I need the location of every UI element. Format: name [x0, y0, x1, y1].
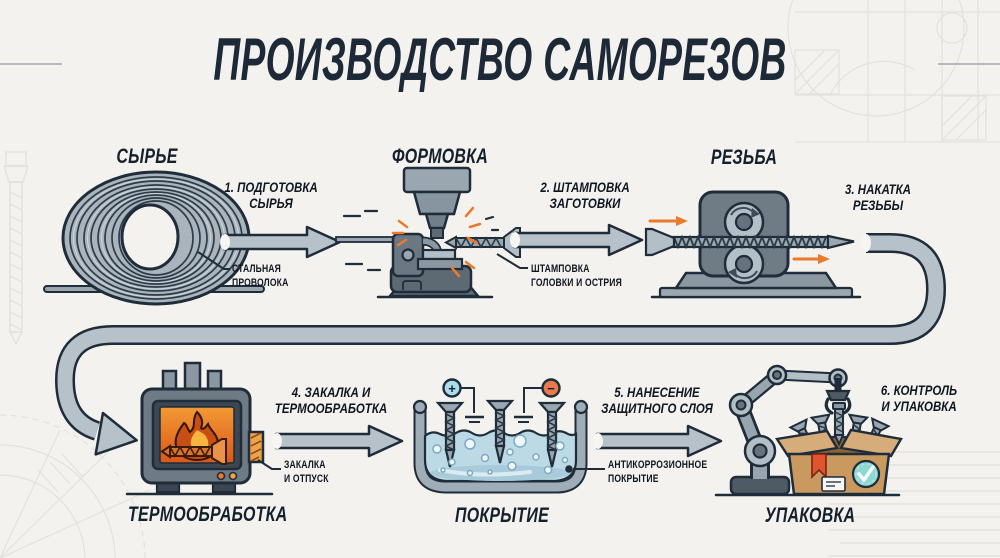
pipe-arrowhead-icon [94, 411, 138, 456]
screw-in-bath-icon [485, 399, 515, 464]
packaging-box-illustration [774, 413, 903, 496]
lower-roller-icon [723, 243, 765, 285]
process-arrow-4 [272, 424, 404, 458]
indicator-dot [216, 471, 226, 481]
screw-in-furnace-icon [160, 438, 227, 465]
sketch-screw-left [3, 151, 29, 346]
conveyor-pipe [54, 233, 947, 456]
station-heading-packaging: УПАКОВКА [764, 504, 856, 527]
feed-direction-arrows [648, 216, 830, 264]
furnace-illustration [125, 361, 274, 496]
process-arrow-1 [220, 225, 342, 259]
leader-line-steel-wire [197, 251, 230, 270]
callout-steel-wire: СТАЛЬНАЯ ПРОВОЛОКА [232, 263, 289, 290]
plus-symbol: + [448, 381, 456, 396]
step-label-1: 1. ПОДГОТОВКА СЫРЬЯ [224, 179, 318, 212]
station-heading-heat-treatment: ТЕРМООБРАБОТКА [128, 503, 288, 526]
step-label-6: 6. КОНТРОЛЬ И УПАКОВКА [880, 382, 958, 415]
speed-dashes [342, 209, 500, 272]
main-title: ПРОИЗВОДСТВО САМОРЕЗОВ [213, 26, 787, 93]
bubbles [432, 434, 569, 477]
leader-line-stamping [496, 253, 528, 269]
leader-line-anticorrosion [565, 465, 605, 473]
rim-curl [573, 399, 589, 415]
callout-stamping: ШТАМПОВКА ГОЛОВКИ И ОСТРИЯ [531, 263, 622, 290]
exit-port [247, 430, 265, 464]
check-badge-icon [851, 459, 881, 489]
box-flap [774, 429, 839, 458]
tape-strip [811, 453, 827, 479]
station-heading-forming: ФОРМОВКА [392, 145, 488, 168]
sparks-icon [391, 206, 482, 278]
leader-line-quench [257, 459, 281, 470]
step-label-2: 2. ШТАМПОВКА ЗАГОТОВКИ [540, 179, 630, 212]
screw-blank-icon [443, 227, 521, 258]
minus-symbol: − [547, 381, 555, 396]
step-label-3: 3. НАКАТКА РЕЗЬБЫ [845, 181, 911, 214]
screw-in-bath-icon [537, 401, 567, 468]
shipping-label [821, 476, 846, 492]
callout-quench-temper: ЗАКАЛКА И ОТПУСК [284, 459, 329, 486]
step-label-5: 5. НАНЕСЕНИЕ ЗАЩИТНОГО СЛОЯ [601, 384, 713, 417]
station-heading-raw-material: СЫРЬЕ [116, 145, 178, 168]
pipe-entry-swoosh [861, 234, 871, 252]
threaded-screw-icon [644, 227, 855, 257]
stamping-press-illustration [335, 166, 521, 299]
sketch-arcs-bottom-left [0, 414, 151, 558]
station-heading-coating: ПОКРЫТИЕ [454, 504, 550, 527]
held-screw-icon [833, 408, 845, 447]
rim-curl [412, 399, 428, 415]
wire-coil-illustration [43, 170, 265, 306]
minus-electrode-icon: − [514, 378, 561, 423]
robot-arm-illustration [728, 364, 852, 496]
plus-electrode-icon: + [442, 378, 484, 423]
indicator-dot [228, 471, 238, 481]
thread-rolling-machine-illustration [644, 190, 862, 299]
step-label-4: 4. ЗАКАЛКА И ТЕРМООБРАБОТКА [274, 384, 388, 417]
sketch-grid-top-right [787, 0, 1000, 143]
upper-roller-icon [723, 201, 765, 243]
callout-anticorrosion: АНТИКОРРОЗИОННОЕ ПОКРЫТИЕ [608, 459, 708, 486]
process-arrow-5 [593, 424, 723, 458]
process-arrow-2 [510, 223, 644, 257]
gripper-icon [824, 378, 852, 415]
coating-bath-illustration: + − [412, 378, 589, 494]
station-heading-threading: РЕЗЬБА [710, 146, 778, 169]
